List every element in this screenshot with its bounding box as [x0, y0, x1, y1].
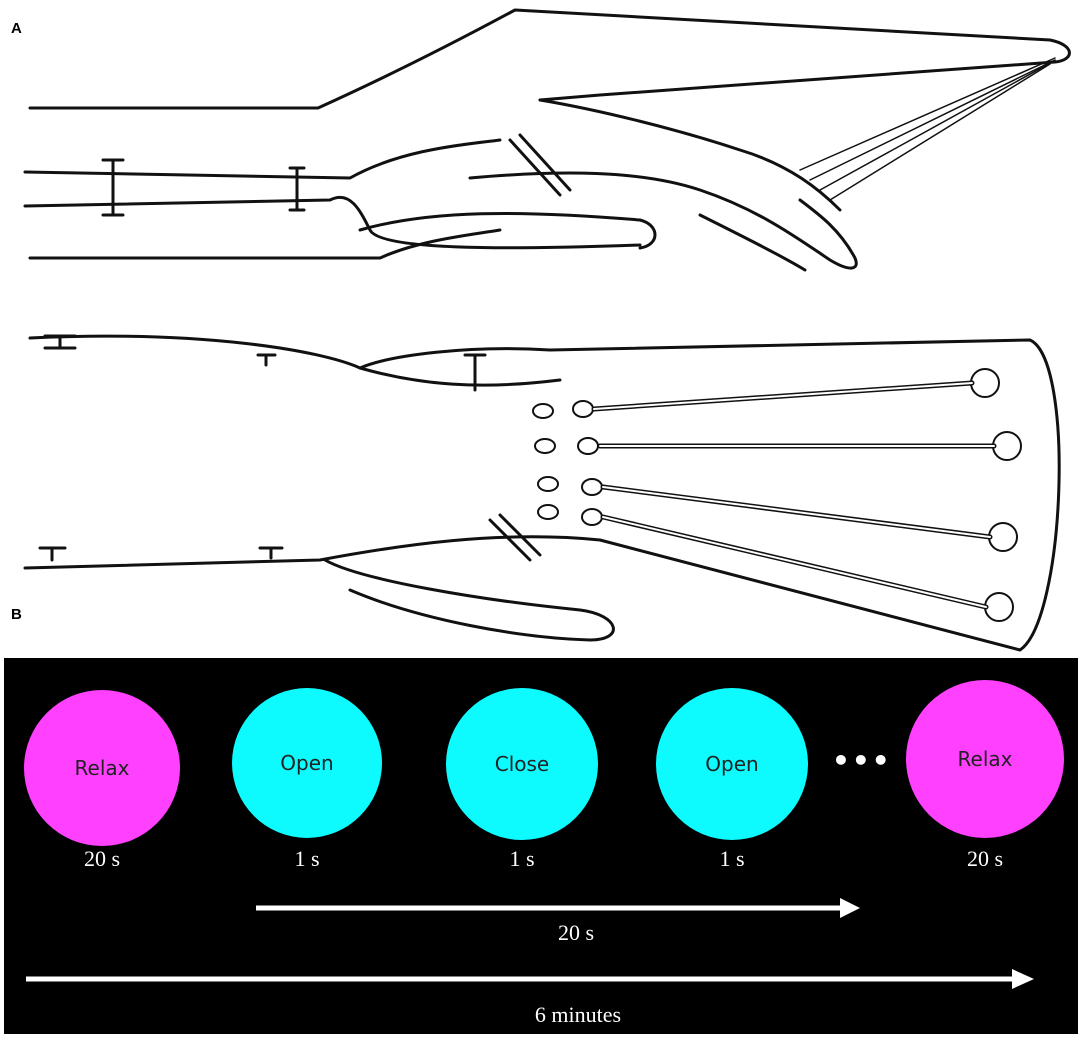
step-duration: 20 s: [966, 846, 1004, 871]
step-duration: 1 s: [719, 846, 745, 871]
orthosis-sketch: [23, 8, 1071, 652]
top-view-strings-highlight: [593, 382, 995, 608]
step-label: Relax: [74, 756, 130, 780]
duration-arrows: [26, 898, 1034, 989]
side-view-drawing: [23, 8, 1071, 272]
step-open-1: Open: [232, 688, 382, 838]
step-label: Open: [705, 752, 759, 776]
step-duration: 20 s: [83, 846, 121, 871]
step-label: Open: [280, 751, 334, 775]
step-label: Relax: [957, 747, 1013, 771]
inner-arrow-label: 20 s: [557, 920, 595, 945]
step-relax-start: Relax: [24, 690, 180, 846]
side-view-strings: [799, 57, 1056, 201]
step-close: Close: [446, 688, 598, 840]
panel-label-a: A: [11, 20, 22, 37]
ellipsis: •••: [832, 744, 892, 777]
task-timeline: Relax 20 s Open 1 s Close 1 s Open 1 s •…: [4, 658, 1078, 1034]
step-duration: 1 s: [509, 846, 535, 871]
top-view-strings: [591, 380, 997, 610]
outer-arrow: [26, 969, 1034, 989]
step-duration: 1 s: [294, 846, 320, 871]
step-open-2: Open: [656, 688, 808, 840]
inner-arrow: [256, 898, 860, 918]
panel-label-b: B: [11, 606, 22, 623]
top-view-drawing: [23, 334, 1061, 652]
outer-arrow-label: 6 minutes: [534, 1002, 622, 1027]
step-label: Close: [494, 752, 550, 776]
step-relax-end: Relax: [906, 680, 1064, 838]
